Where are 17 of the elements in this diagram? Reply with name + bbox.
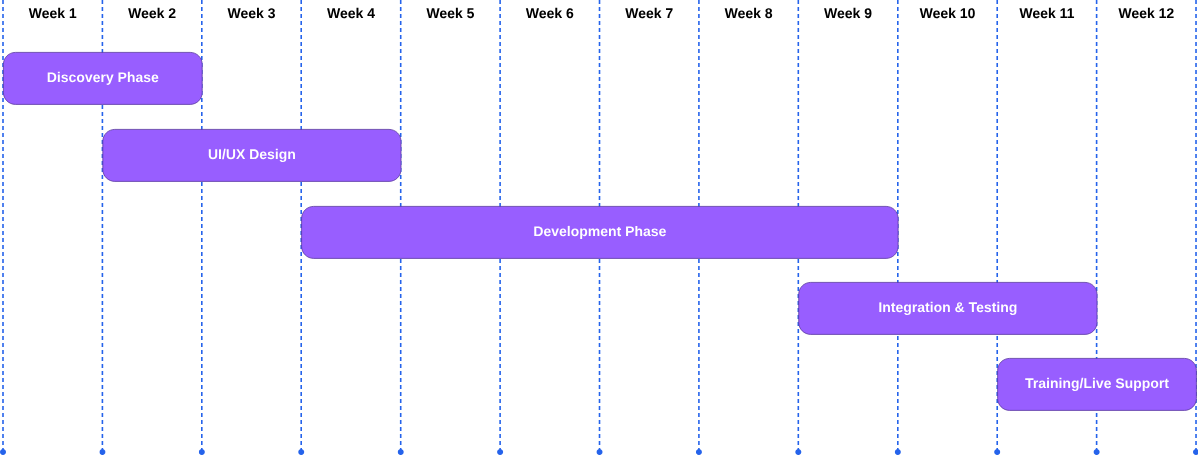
- column-header: Week 11: [1019, 7, 1075, 19]
- task-bar: Integration & Testing: [798, 282, 1098, 335]
- column-header: Week 9: [824, 7, 872, 19]
- column-header: Week 1: [28, 7, 77, 19]
- column-header: Week 3: [227, 7, 275, 19]
- task-bar: UI/UX Design: [102, 129, 402, 182]
- column-header: Week 4: [327, 7, 375, 19]
- column-header: Week 6: [525, 7, 574, 19]
- task-bar: Training/Live Support: [997, 358, 1197, 411]
- column-header: Week 8: [724, 7, 773, 19]
- task-bar: Discovery Phase: [3, 52, 203, 105]
- column-header: Week 12: [1118, 7, 1174, 19]
- column-header: Week 10: [919, 7, 975, 19]
- column-header: Week 7: [625, 7, 673, 19]
- column-header: Week 5: [426, 7, 474, 19]
- column-header: Week 2: [128, 7, 176, 19]
- task-bar: Development Phase: [301, 206, 899, 259]
